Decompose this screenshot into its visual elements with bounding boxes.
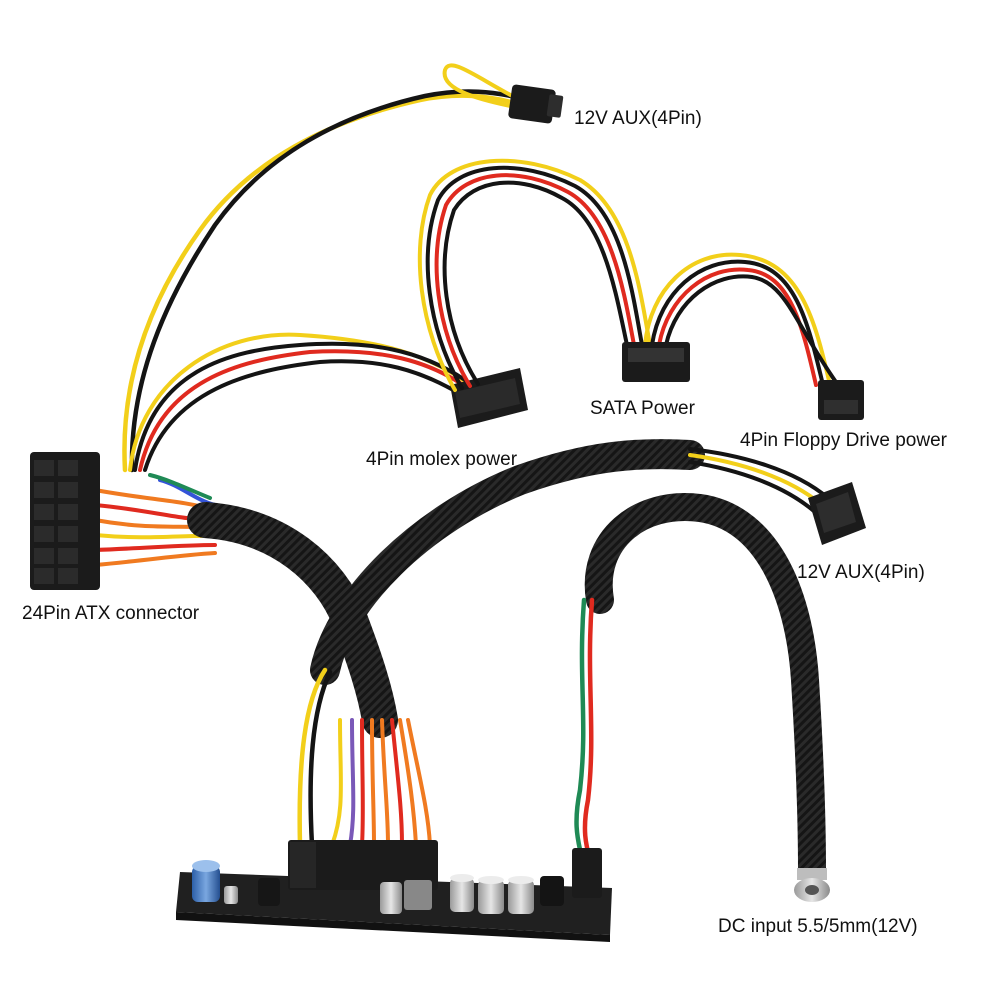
molex-cable (128, 332, 472, 472)
label-aux-right: 12V AUX(4Pin) (797, 562, 925, 583)
label-floppy-power: 4Pin Floppy Drive power (740, 430, 947, 451)
board-atx-header (288, 840, 438, 890)
sata-branch-cable (417, 158, 652, 392)
atx-24pin-connector (30, 452, 100, 590)
board-dc-header (572, 848, 602, 898)
dc-input-wires (574, 597, 595, 863)
label-atx-24pin: 24Pin ATX connector (22, 603, 200, 624)
label-molex-power: 4Pin molex power (366, 449, 518, 470)
dc-input-sleeve (584, 493, 826, 884)
dc-input-jack (794, 868, 830, 902)
aux-right-connector (808, 482, 866, 545)
label-sata-power: SATA Power (590, 398, 695, 419)
label-dc-input: DC input 5.5/5mm(12V) (718, 916, 918, 937)
aux-top-connector (508, 84, 564, 124)
sata-connector (622, 342, 690, 382)
board-wires (297, 667, 432, 848)
floppy-branch-cable (643, 252, 840, 387)
floppy-connector (818, 380, 864, 420)
aux-right-sleeve (310, 439, 830, 685)
aux-top-cable (122, 63, 523, 473)
pcb-board (176, 840, 612, 942)
label-aux-top: 12V AUX(4Pin) (574, 108, 702, 129)
